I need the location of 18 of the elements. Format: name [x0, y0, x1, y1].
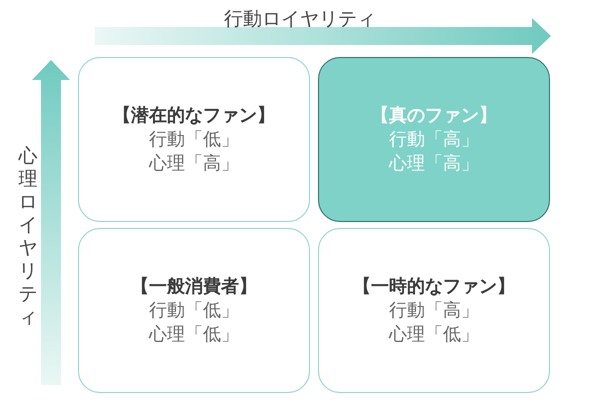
highlighted-box: [318, 57, 550, 222]
quadrant-text: 心理「低」: [389, 322, 479, 346]
quadrant-text: 行動「低」: [149, 128, 239, 152]
quadrant-title: 【一時的なファン】: [353, 274, 515, 298]
quadrant-text: 行動「低」: [149, 298, 239, 322]
quadrant-text: 行動「高」: [389, 298, 479, 322]
quadrant-box: [78, 57, 310, 222]
quadrant-text: 心理「低」: [149, 322, 239, 346]
quadrant-box: [318, 228, 550, 393]
quadrant-text: 心理「高」: [389, 152, 479, 176]
quadrant-title: 【一般消費者】: [131, 274, 257, 298]
quadrant-box: [78, 228, 310, 393]
axis-label: 心理ロイヤリティ: [18, 145, 38, 329]
axis-label: 行動ロイヤリティ: [224, 7, 376, 32]
quadrant-title: 【潜在的なファン】: [113, 104, 275, 128]
quadrant-text: 心理「高」: [149, 152, 239, 176]
quadrant-text: 行動「高」: [389, 128, 479, 152]
quadrant-title: 【真のファン】: [371, 104, 497, 128]
